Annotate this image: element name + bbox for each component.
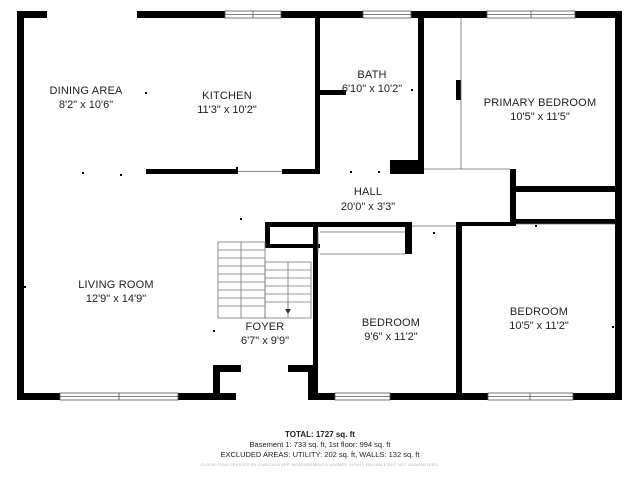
room-name: KITCHEN — [202, 90, 252, 102]
thin-lines — [238, 18, 615, 255]
stair-arrow-icon — [285, 309, 291, 314]
room-name: DINING AREA — [49, 85, 123, 97]
outer-walls — [17, 11, 622, 400]
room-name: BEDROOM — [510, 306, 568, 318]
room-dimensions: 10'5" x 11'2" — [509, 320, 569, 332]
room-name: BEDROOM — [362, 317, 420, 329]
windows — [59, 10, 576, 401]
room-bath: BATH 6'10" x 10'2" — [342, 69, 402, 95]
room-dimensions: 11'3" x 10'2" — [197, 104, 257, 116]
room-bedroom-2: BEDROOM 10'5" x 11'2" — [509, 306, 569, 332]
room-dining-area: DINING AREA 8'2" x 10'6" — [49, 85, 123, 111]
disclaimer: FLOOR PLAN CREATED BY CUBICASA APP. MEAS… — [200, 462, 440, 467]
room-dimensions: 10'5" x 11'5" — [510, 111, 570, 123]
room-name: BATH — [357, 69, 386, 81]
floor-areas: Basement 1: 733 sq. ft, 1st floor: 994 s… — [249, 440, 391, 449]
room-dimensions: 6'7" x 9'9" — [241, 335, 289, 347]
total-area: TOTAL: 1727 sq. ft — [285, 430, 355, 439]
room-dimensions: 12'9" x 14'9" — [86, 293, 146, 305]
dimension-ticks — [24, 89, 614, 332]
staircase — [217, 241, 312, 319]
room-bedroom: BEDROOM 9'6" x 11'2" — [362, 317, 420, 343]
room-dimensions: 20'0" x 3'3" — [341, 201, 395, 213]
room-kitchen: KITCHEN 11'3" x 10'2" — [197, 90, 257, 116]
interior-walls — [146, 18, 622, 395]
room-hall: HALL 20'0" x 3'3" — [341, 186, 395, 213]
room-foyer: FOYER 6'7" x 9'9" — [241, 321, 289, 347]
room-name: FOYER — [246, 321, 285, 333]
room-name: PRIMARY BEDROOM — [484, 97, 597, 109]
room-dimensions: 6'10" x 10'2" — [342, 83, 402, 95]
excluded-areas: EXCLUDED AREAS: UTILITY: 202 sq. ft, WAL… — [220, 450, 420, 459]
room-name: HALL — [354, 186, 382, 198]
room-name: LIVING ROOM — [78, 279, 154, 291]
room-primary-bedroom: PRIMARY BEDROOM 10'5" x 11'5" — [484, 97, 597, 123]
room-dimensions: 9'6" x 11'2" — [364, 331, 417, 343]
floor-plan: DINING AREA 8'2" x 10'6" KITCHEN 11'3" x… — [17, 10, 622, 401]
room-dimensions: 8'2" x 10'6" — [59, 99, 113, 111]
room-living-room: LIVING ROOM 12'9" x 14'9" — [78, 279, 154, 305]
